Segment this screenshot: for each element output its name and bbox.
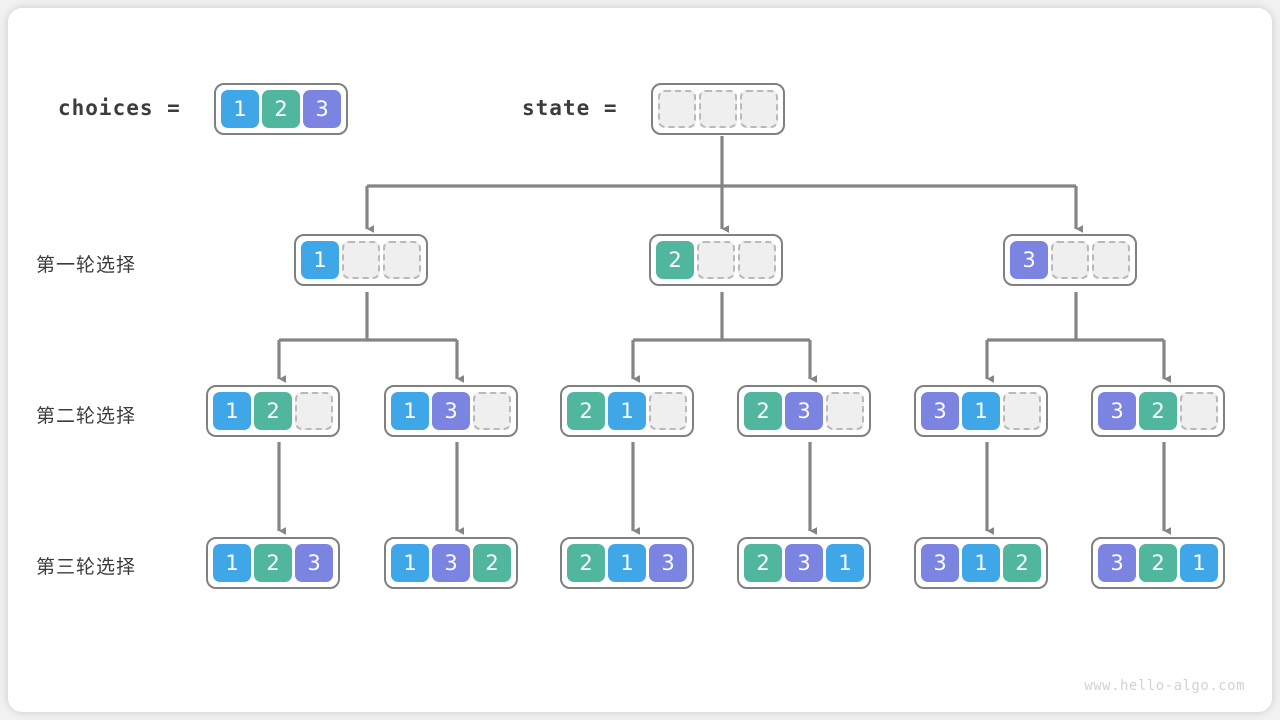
array-cell-value: 1 <box>608 392 646 430</box>
array-cell-value: 3 <box>295 544 333 582</box>
array-cell-value: 3 <box>921 544 959 582</box>
row-label-round-1: 第一轮选择 <box>36 254 137 276</box>
array-cell-value: 3 <box>432 544 470 582</box>
array-cell-value: 1 <box>301 241 339 279</box>
array-cell-value: 1 <box>221 90 259 128</box>
array-cell-empty <box>342 241 380 279</box>
array-cell-empty <box>473 392 511 430</box>
array-cell-empty <box>383 241 421 279</box>
array-cell-value: 1 <box>608 544 646 582</box>
array-cell-value: 2 <box>567 392 605 430</box>
array-cell-value: 2 <box>744 544 782 582</box>
array-cell-empty <box>697 241 735 279</box>
array-cell-value: 2 <box>744 392 782 430</box>
array-cell-value: 1 <box>391 392 429 430</box>
array-cell-empty <box>1092 241 1130 279</box>
array-cell-value: 1 <box>213 544 251 582</box>
array-cell-value: 1 <box>826 544 864 582</box>
array-cell-empty <box>1051 241 1089 279</box>
array-cell-value: 1 <box>213 392 251 430</box>
array-cell-value: 2 <box>254 392 292 430</box>
array-cell-value: 3 <box>649 544 687 582</box>
array-cell-value: 2 <box>656 241 694 279</box>
round-1-node-1: 1 <box>294 234 428 286</box>
array-cell-value: 2 <box>567 544 605 582</box>
array-cell-value: 3 <box>432 392 470 430</box>
round-1-node-3: 3 <box>1003 234 1137 286</box>
state-label: state = <box>522 96 618 120</box>
array-cell-value: 2 <box>473 544 511 582</box>
array-cell-value: 3 <box>1098 392 1136 430</box>
array-cell-empty <box>738 241 776 279</box>
array-cell-value: 2 <box>1003 544 1041 582</box>
array-cell-empty <box>1180 392 1218 430</box>
array-cell-value: 3 <box>303 90 341 128</box>
row-label-round-3: 第三轮选择 <box>36 556 137 578</box>
round-1-node-2: 2 <box>649 234 783 286</box>
array-cell-empty <box>295 392 333 430</box>
array-cell-value: 3 <box>1098 544 1136 582</box>
array-cell-value: 3 <box>1010 241 1048 279</box>
array-cell-value: 2 <box>262 90 300 128</box>
array-cell-value: 1 <box>391 544 429 582</box>
array-cell-empty <box>826 392 864 430</box>
diagram-card <box>8 8 1272 712</box>
watermark: www.hello-algo.com <box>1084 678 1245 694</box>
array-cell-empty <box>699 90 737 128</box>
array-cell-empty <box>740 90 778 128</box>
array-cell-value: 3 <box>785 392 823 430</box>
array-cell-value: 3 <box>785 544 823 582</box>
array-cell-value: 1 <box>962 544 1000 582</box>
choices-label: choices = <box>58 96 181 120</box>
array-cell-value: 1 <box>1180 544 1218 582</box>
array-cell-value: 3 <box>921 392 959 430</box>
array-cell-empty <box>649 392 687 430</box>
row-label-round-2: 第二轮选择 <box>36 405 137 427</box>
array-cell-value: 1 <box>962 392 1000 430</box>
array-cell-empty <box>1003 392 1041 430</box>
state-array <box>651 83 785 135</box>
array-cell-empty <box>658 90 696 128</box>
array-cell-value: 2 <box>1139 544 1177 582</box>
array-cell-value: 2 <box>254 544 292 582</box>
array-cell-value: 2 <box>1139 392 1177 430</box>
